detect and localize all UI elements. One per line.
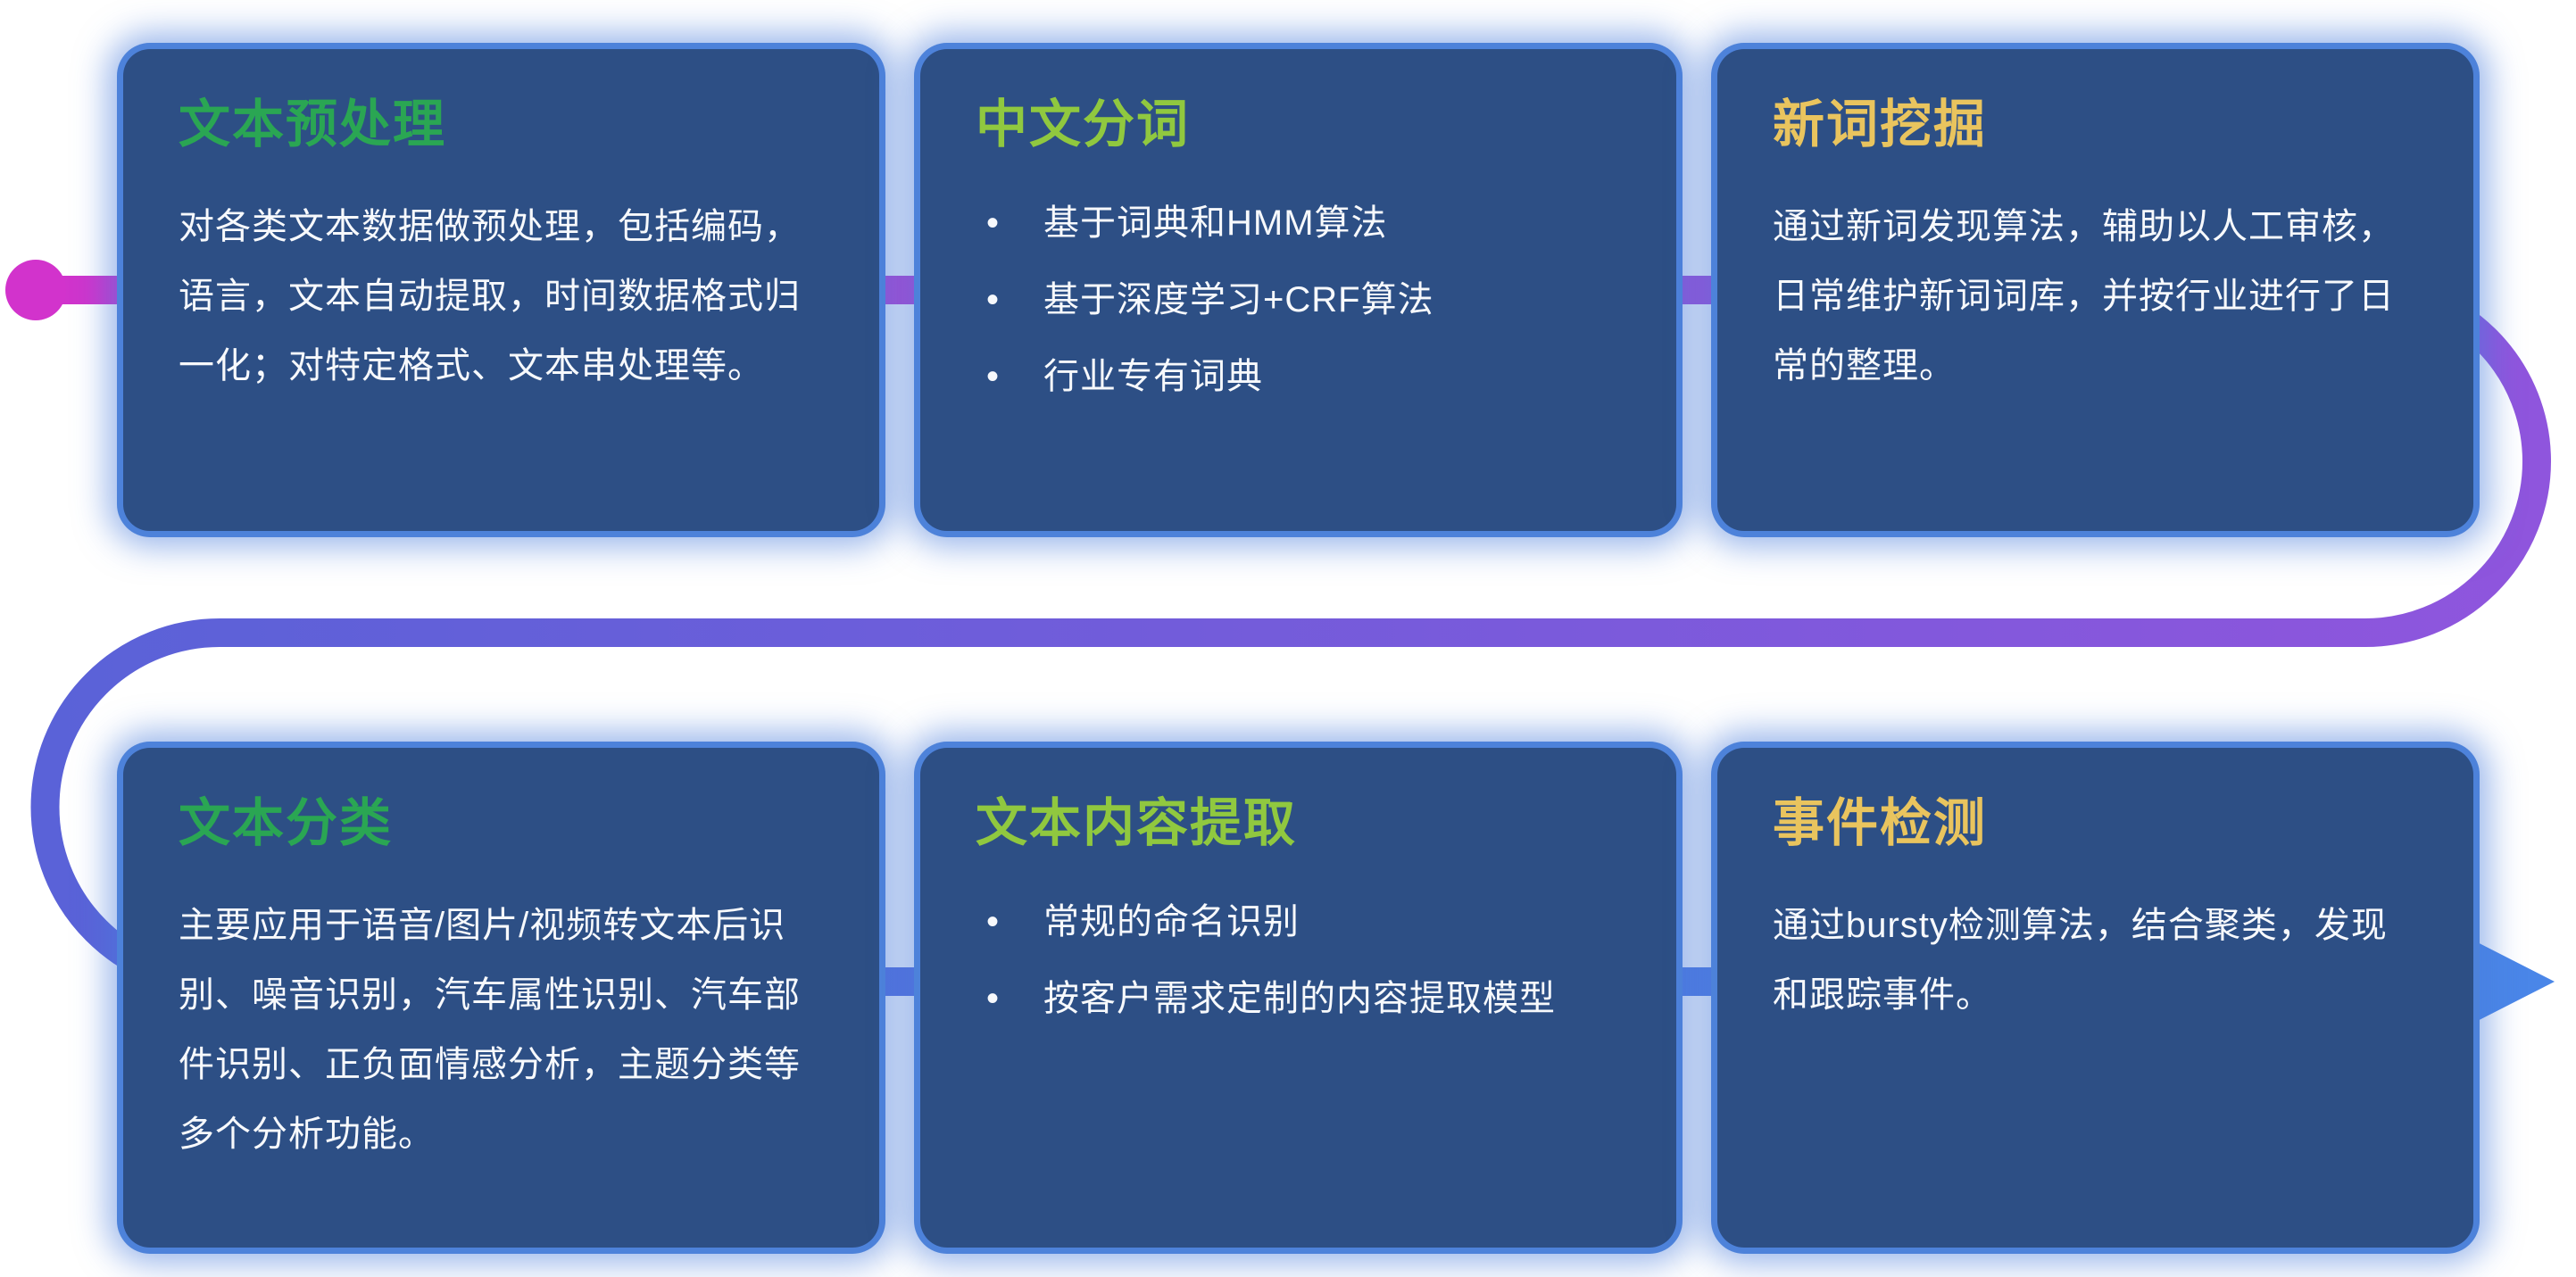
bullet-item: 行业专有词典	[976, 345, 1621, 408]
card-title: 新词挖掘	[1773, 95, 1988, 153]
card-title: 事件检测	[1773, 794, 1988, 852]
bullet-list: 常规的命名识别 按客户需求定制的内容提取模型	[976, 891, 1621, 1030]
card-body: 通过新词发现算法，辅助以人工审核，日常维护新词词库，并按行业进行了日常的整理。	[1773, 206, 2395, 386]
flow-segment-middle	[30, 460, 2551, 808]
card-title: 文本预处理	[179, 95, 447, 153]
card-content-extraction: 文本内容提取 常规的命名识别 按客户需求定制的内容提取模型	[920, 748, 1676, 1248]
arrow-right-icon	[2460, 933, 2555, 1030]
bullet-list: 基于词典和HMM算法 基于深度学习+CRF算法 行业专有词典	[976, 192, 1621, 408]
card-chinese-segmentation: 中文分词 基于词典和HMM算法 基于深度学习+CRF算法 行业专有词典	[920, 49, 1676, 531]
card-title: 文本内容提取	[976, 794, 1298, 852]
card-body: 主要应用于语音/图片/视频转文本后识别、噪音识别，汽车属性识别、汽车部件识别、正…	[179, 905, 801, 1154]
bullet-item: 常规的命名识别	[976, 891, 1621, 953]
card-text-preprocessing: 文本预处理 对各类文本数据做预处理，包括编码，语言，文本自动提取，时间数据格式归…	[123, 49, 879, 531]
card-body: 对各类文本数据做预处理，包括编码，语言，文本自动提取，时间数据格式归一化；对特定…	[179, 206, 801, 386]
card-new-word-mining: 新词挖掘 通过新词发现算法，辅助以人工审核，日常维护新词词库，并按行业进行了日常…	[1717, 49, 2473, 531]
bullet-item: 基于深度学习+CRF算法	[976, 269, 1621, 331]
card-title: 中文分词	[976, 95, 1191, 153]
bullet-item: 基于词典和HMM算法	[976, 192, 1621, 254]
card-title: 文本分类	[179, 794, 394, 852]
bullet-item: 按客户需求定制的内容提取模型	[976, 967, 1621, 1030]
card-body: 通过bursty检测算法，结合聚类，发现和跟踪事件。	[1773, 905, 2388, 1015]
flow-start-dot-icon	[5, 260, 66, 320]
card-event-detection: 事件检测 通过bursty检测算法，结合聚类，发现和跟踪事件。	[1717, 748, 2473, 1248]
card-text-classification: 文本分类 主要应用于语音/图片/视频转文本后识别、噪音识别，汽车属性识别、汽车部…	[123, 748, 879, 1248]
